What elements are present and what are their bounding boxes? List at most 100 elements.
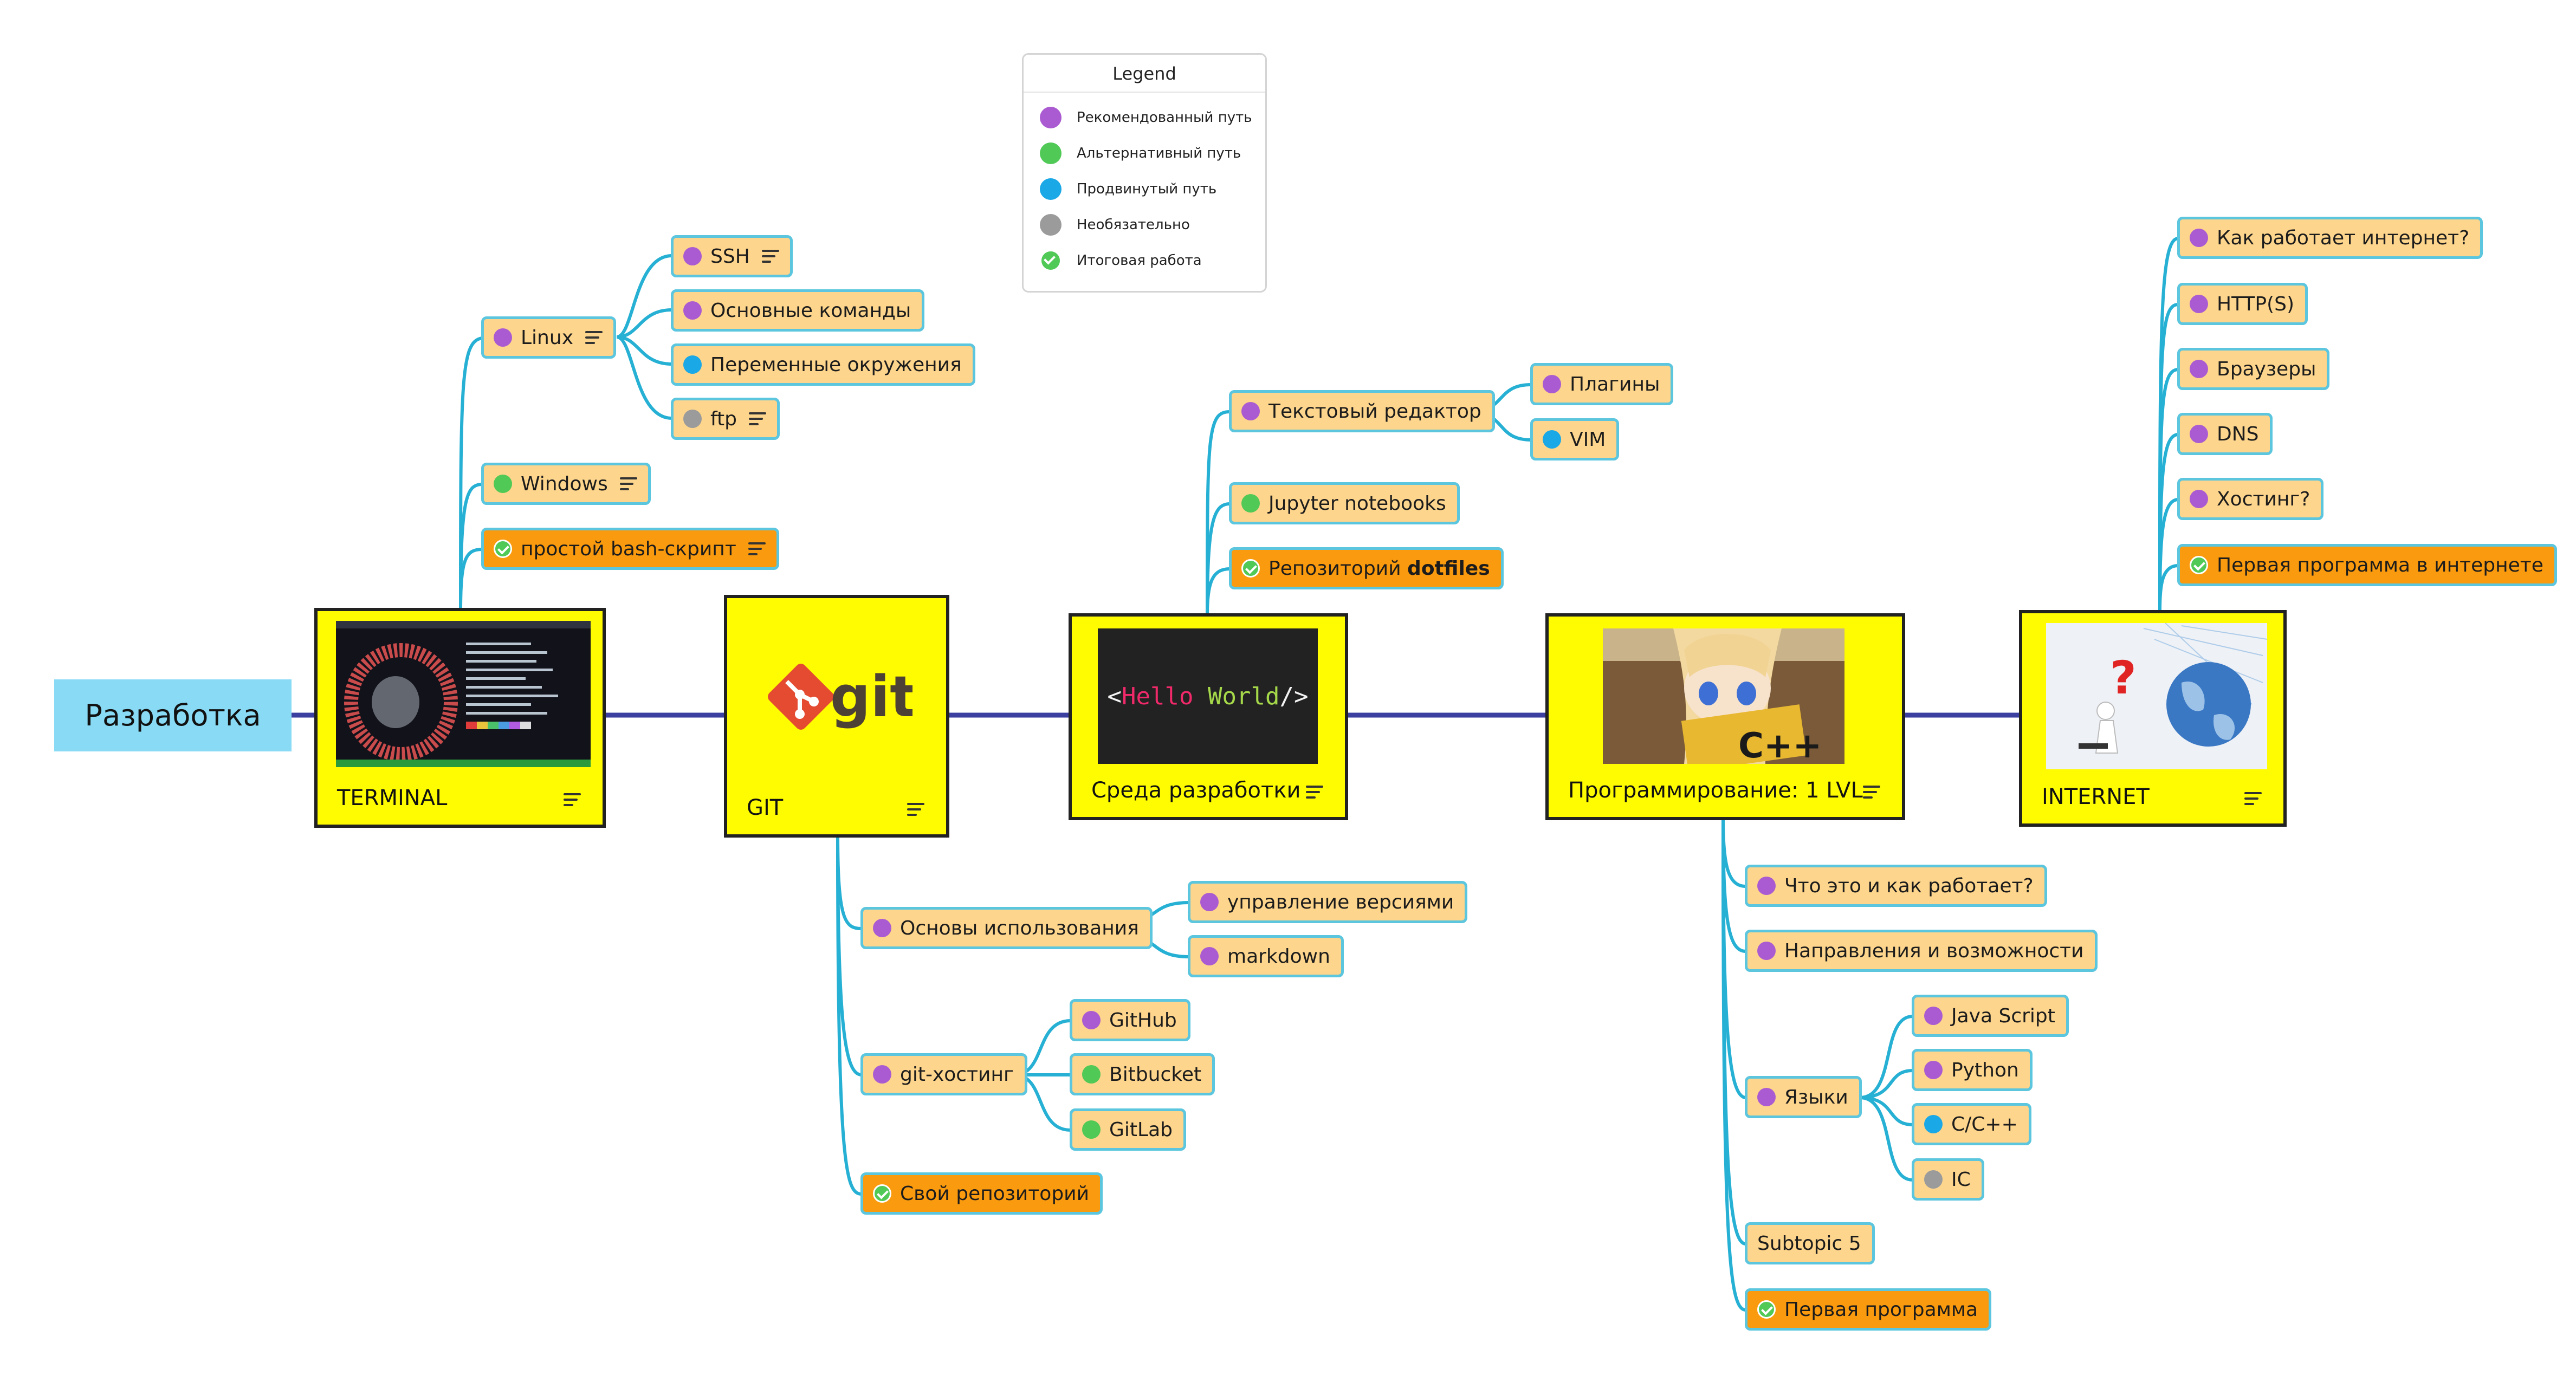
node-https[interactable]: HTTP(S) [2177, 283, 2308, 325]
node-label: Основы использования [900, 917, 1139, 939]
node-label: простой bash-скрипт [521, 537, 736, 560]
notes-icon[interactable] [1863, 786, 1880, 799]
node-languages[interactable]: Языки [1745, 1076, 1862, 1118]
svg-text:?: ? [2110, 651, 2137, 704]
node-markdown[interactable]: markdown [1188, 935, 1344, 977]
check-icon [1757, 1300, 1776, 1319]
node-ssh[interactable]: SSH [671, 235, 793, 277]
node-label: Jupyter notebooks [1268, 492, 1446, 515]
root-topic[interactable]: Разработка [54, 679, 292, 751]
node-label: GitLab [1109, 1118, 1173, 1141]
node-basic-commands[interactable]: Основные команды [671, 289, 925, 332]
node-first-program[interactable]: Первая программа [1745, 1288, 1992, 1331]
gray-dot-icon [1924, 1170, 1943, 1189]
node-github[interactable]: GitHub [1070, 999, 1190, 1041]
node-cpp[interactable]: C/C++ [1912, 1103, 2031, 1145]
topic-title: TERMINAL [337, 786, 448, 810]
notes-icon[interactable] [2244, 792, 2262, 805]
purple-dot-icon [2190, 425, 2208, 443]
node-bash-script[interactable]: простой bash-скрипт [481, 528, 779, 570]
purple-dot-icon [683, 247, 702, 265]
hello-world-image: <Hello World/> [1098, 628, 1318, 764]
legend-item-label: Альтернативный путь [1077, 145, 1241, 161]
node-label: Текстовый редактор [1268, 400, 1481, 423]
node-label: VIM [1570, 428, 1606, 451]
anime-cpp-book-image: C++ [1603, 628, 1844, 764]
node-label: GitHub [1109, 1009, 1177, 1032]
node-label-bold: dotfiles [1407, 557, 1490, 580]
node-how-internet-works[interactable]: Как работает интернет? [2177, 217, 2483, 259]
notes-icon[interactable] [748, 542, 766, 555]
node-bitbucket[interactable]: Bitbucket [1070, 1053, 1215, 1095]
node-label: Первая программа в интернете [2217, 554, 2543, 576]
green-dot-icon [1082, 1120, 1101, 1139]
node-env-vars[interactable]: Переменные окружения [671, 343, 975, 386]
node-label: Направления и возможности [1784, 939, 2084, 962]
node-hosting[interactable]: Хостинг? [2177, 478, 2324, 520]
topic-title: GIT [747, 795, 784, 820]
check-icon [1040, 250, 1062, 271]
topic-title: Программирование: 1 LVL [1568, 778, 1863, 803]
node-git-hosting[interactable]: git-хостинг [860, 1053, 1027, 1095]
node-dns[interactable]: DNS [2177, 413, 2273, 455]
node-ftp[interactable]: ftp [671, 398, 780, 440]
node-what-is[interactable]: Что это и как работает? [1745, 865, 2047, 907]
notes-icon[interactable] [619, 477, 637, 490]
git-logo-text: git [830, 664, 912, 730]
node-jupyter[interactable]: Jupyter notebooks [1229, 482, 1460, 524]
legend-panel: Legend Рекомендованный путь Альтернативн… [1022, 53, 1267, 293]
check-icon [2190, 556, 2208, 574]
notes-icon[interactable] [585, 331, 603, 344]
purple-dot-icon [1040, 107, 1062, 128]
node-label: HTTP(S) [2217, 293, 2295, 315]
node-subtopic-5[interactable]: Subtopic 5 [1745, 1222, 1875, 1264]
node-ic[interactable]: IC [1912, 1158, 1984, 1201]
code-close: /> [1279, 682, 1309, 710]
green-dot-icon [494, 475, 512, 493]
purple-dot-icon [1241, 402, 1260, 420]
terminal-screenshot-image [336, 621, 591, 767]
node-text-editor[interactable]: Текстовый редактор [1229, 390, 1495, 432]
purple-dot-icon [1082, 1011, 1101, 1029]
node-version-control[interactable]: управление версиями [1188, 881, 1468, 923]
notes-icon[interactable] [761, 250, 779, 263]
node-python[interactable]: Python [1912, 1049, 2033, 1091]
legend-item: Рекомендованный путь [1040, 107, 1265, 128]
notes-icon[interactable] [564, 793, 581, 806]
purple-dot-icon [494, 328, 512, 347]
notes-icon[interactable] [1306, 786, 1323, 799]
node-label: DNS [2217, 423, 2259, 445]
node-directions[interactable]: Направления и возможности [1745, 930, 2098, 972]
node-label: Браузеры [2217, 358, 2316, 380]
node-label: IC [1951, 1168, 1971, 1191]
node-first-web-program[interactable]: Первая программа в интернете [2177, 544, 2557, 586]
legend-item-label: Рекомендованный путь [1077, 109, 1252, 126]
code-space [1194, 683, 1208, 710]
node-gitlab[interactable]: GitLab [1070, 1108, 1186, 1151]
node-label: Хостинг? [2217, 488, 2310, 510]
code-bracket: < [1107, 682, 1122, 710]
node-own-repo[interactable]: Свой репозиторий [860, 1172, 1103, 1215]
topic-git[interactable]: git GIT [724, 595, 949, 838]
node-browsers[interactable]: Браузеры [2177, 348, 2330, 390]
node-label: управление версиями [1227, 891, 1454, 913]
node-label: Свой репозиторий [900, 1182, 1089, 1205]
node-vim[interactable]: VIM [1530, 418, 1620, 460]
blue-dot-icon [1543, 430, 1561, 449]
node-javascript[interactable]: Java Script [1912, 995, 2069, 1037]
node-dotfiles-repo[interactable]: Репозиторий dotfiles [1229, 547, 1504, 589]
node-label: SSH [710, 245, 750, 268]
node-label: Плагины [1570, 373, 1660, 395]
notes-icon[interactable] [749, 412, 767, 425]
legend-item-label: Итоговая работа [1077, 252, 1202, 269]
node-windows[interactable]: Windows [481, 463, 651, 505]
notes-icon[interactable] [907, 803, 924, 816]
legend-item-label: Необязательно [1077, 217, 1190, 233]
node-plugins[interactable]: Плагины [1530, 363, 1674, 405]
node-linux[interactable]: Linux [481, 316, 616, 359]
purple-dot-icon [1924, 1007, 1943, 1025]
node-git-basics[interactable]: Основы использования [860, 907, 1153, 949]
cpp-book-text: C++ [1738, 726, 1822, 764]
legend-item-label: Продвинутый путь [1077, 181, 1217, 197]
check-icon [873, 1184, 891, 1203]
